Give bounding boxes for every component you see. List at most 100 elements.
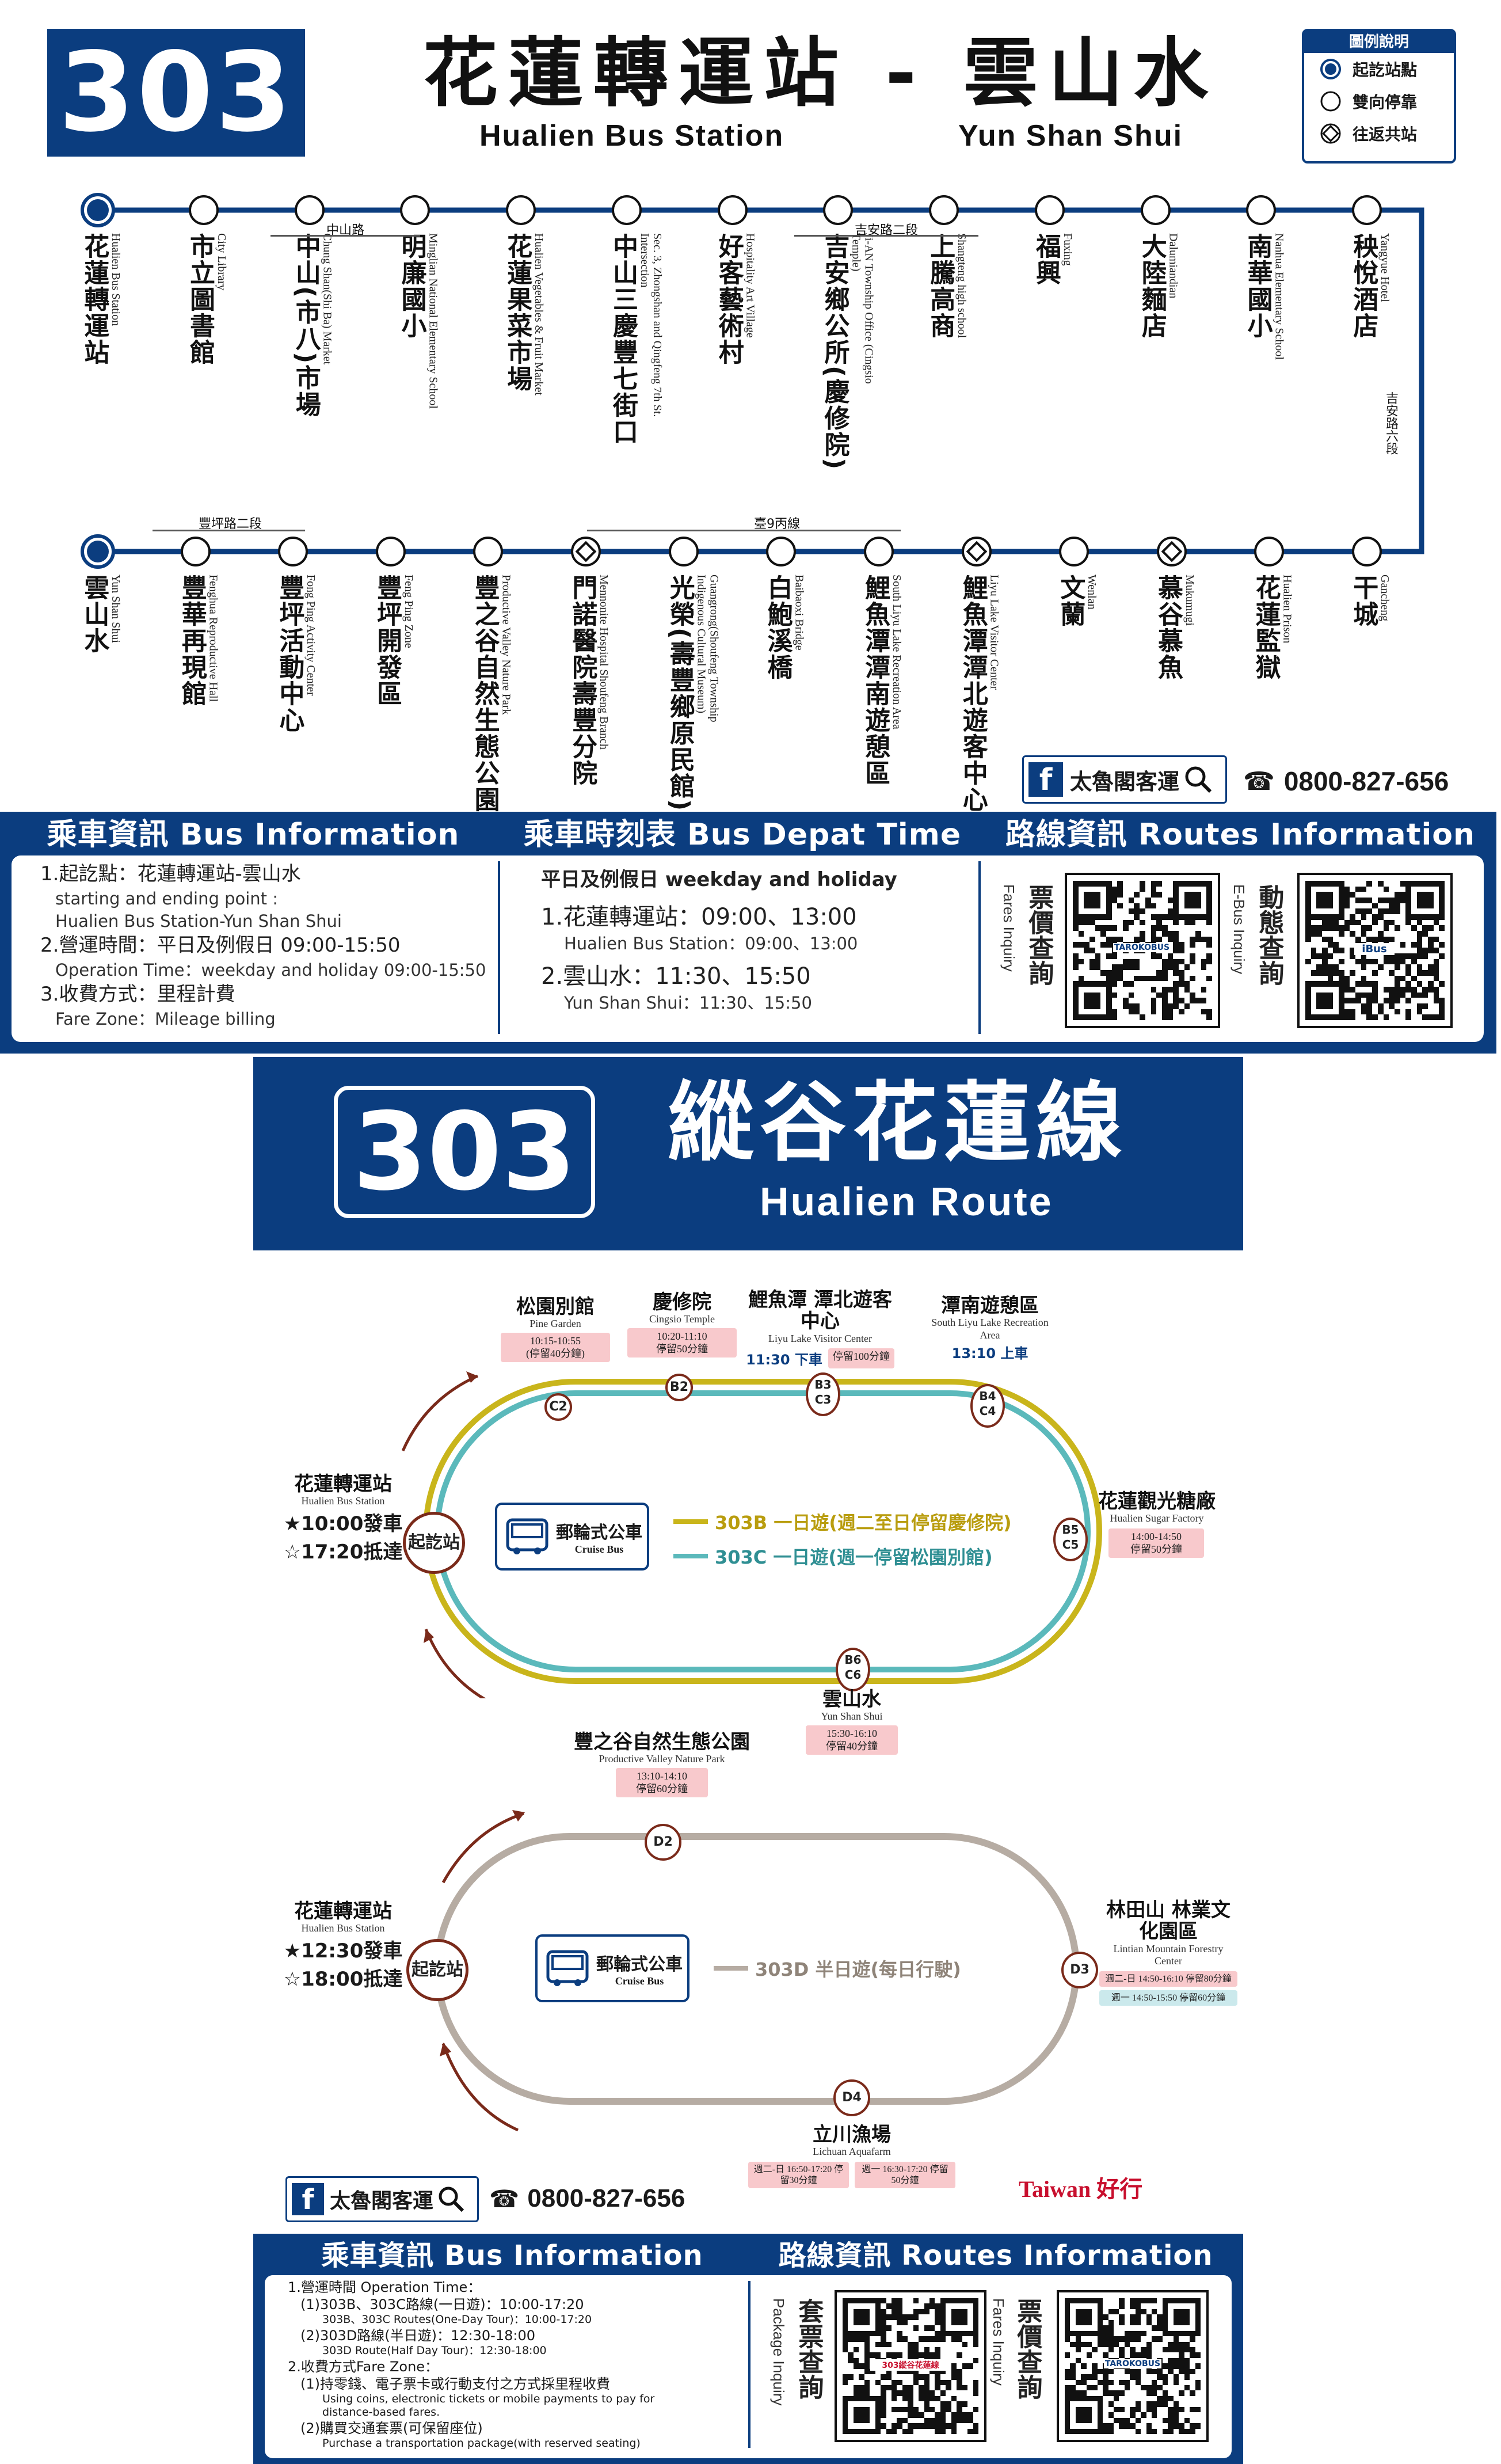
stop-name: 雲山水 [79, 575, 109, 654]
banner-title-en: Hualien Route [760, 1179, 1053, 1224]
two-way-stop-icon [180, 537, 211, 566]
route-title: 花蓮轉運站 - 雲山水 [423, 29, 1219, 117]
route-number-badge: 303 [47, 29, 305, 157]
qr-pattern [843, 2298, 978, 2434]
stop-badge: D3 [1061, 1952, 1098, 1988]
loop-origin-info: 花蓮轉運站 Hualien Bus Station ★12:30發車 ☆18:0… [283, 1900, 403, 1991]
facebook-icon: f [292, 2183, 324, 2216]
stop-info: 鯉魚潭 潭北遊客中心 Liyu Lake Visitor Center 11:3… [742, 1289, 898, 1369]
bus-stop [79, 533, 116, 572]
qr-label: 票價查詢 [1024, 884, 1054, 986]
phone-icon: ☎ [489, 2184, 520, 2213]
two-way-stop-icon [473, 537, 504, 566]
stop-name: 中山三慶豐七街口 [608, 233, 638, 445]
stop-name: 市立圖書館 [185, 233, 215, 366]
qr-label-en: Package Inquiry [770, 2298, 787, 2406]
road-label: 吉安路六段 [1384, 391, 1398, 455]
legend-label: 起訖站點 [1353, 60, 1418, 79]
stop-name-en: Guangrong(Shoufeng Township Indigenous C… [695, 575, 721, 723]
phone-icon: ☎ [1243, 766, 1275, 796]
operation-info-block: 1.營運時間 Operation Time： (1)303B、303C路線(一日… [288, 2279, 655, 2450]
qr-logo: 303縱谷花蓮線 [870, 2359, 951, 2371]
two-way-stop-icon [1254, 537, 1285, 566]
road-underline [271, 235, 420, 237]
qr-label: 動態查詢 [1254, 884, 1284, 986]
stop-name-en: Chung Shan(Shi Ba) Market [321, 233, 334, 365]
stop-name-en: Yun Shan Shui [109, 575, 122, 643]
banner-route-number: 303 [334, 1086, 595, 1218]
legend-303b: 303B 一日遊(週二至日停留慶修院) [673, 1508, 1012, 1535]
two-way-stop-icon [1352, 195, 1382, 225]
stop-name: 慕谷慕魚 [1153, 575, 1183, 680]
two-way-stop-icon [294, 195, 325, 225]
bus-info-block: 1.起訖點：花蓮轉運站-雲山水 starting and ending poin… [40, 862, 486, 1029]
bus-stop [372, 533, 409, 572]
stop-info: 潭南遊憩區 South Liyu Lake Recreation Area 13… [931, 1294, 1049, 1362]
direction-arrow [441, 1812, 524, 1884]
stop-badge: B5 C5 [1053, 1518, 1088, 1561]
road-label: 豐坪路二段 [198, 517, 262, 531]
stop-badge: D2 [645, 1824, 681, 1861]
two-way-stop-icon [188, 195, 219, 225]
two-way-stop-icon [717, 195, 748, 225]
qr-logo: TAROKOBUS [1113, 943, 1171, 952]
two-way-stop-icon [766, 537, 797, 566]
start-station-badge: 起訖站 [403, 1512, 465, 1574]
stop-name-en: Hualien Prison [1281, 575, 1294, 644]
fares-qr-code[interactable]: TAROKOBUS [1057, 2290, 1209, 2442]
stop-name-en: Hualien Vegetables & Fruit Market [532, 233, 545, 396]
bus-stop [1348, 192, 1385, 231]
stop-badge: B4 C4 [970, 1384, 1005, 1428]
phone-contact[interactable]: ☎ 0800-827-656 [1243, 766, 1449, 797]
stop-name: 光榮(壽豐鄉原民館) [665, 575, 695, 812]
facebook-page-name: 太魯閣客運 [330, 2189, 434, 2213]
phone-contact[interactable]: ☎ 0800-827-656 [489, 2184, 685, 2213]
bus-icon [506, 1518, 548, 1554]
bus-stop [1137, 192, 1174, 231]
facebook-link[interactable]: f 太魯閣客運 [285, 2176, 479, 2222]
stop-name-en: Mennonite Hospital Shoufeng Branch [597, 575, 611, 750]
road-underline [153, 530, 305, 531]
stop-name: 南華國小 [1243, 233, 1273, 339]
info-panel-body: 1.營運時間 Operation Time： (1)303B、303C路線(一日… [265, 2275, 1232, 2458]
stop-name-en: Baibaoxi Bridge [793, 575, 806, 651]
banner-title: 縱谷花蓮線 [668, 1073, 1129, 1173]
facebook-page-name: 太魯閣客運 [1070, 769, 1180, 794]
stop-info: 松園別館 Pine Garden 10:15-10:55(停留40分鐘) [501, 1296, 610, 1363]
bus-stop [763, 533, 799, 572]
origin-en: Hualien Bus Station [479, 119, 784, 153]
legend-swatch [673, 1519, 708, 1524]
stop-name-en: Shangteng high school [955, 233, 968, 339]
stop-name-en: Yangyue Hotel [1378, 233, 1391, 302]
stop-name: 花蓮轉運站 [79, 233, 109, 366]
panel-header-routes: 路線資訊 Routes Information [1005, 817, 1476, 852]
fares-qr-code[interactable]: TAROKOBUS [1065, 873, 1220, 1028]
info-panel-2: 乘車資訊 Bus Information 路線資訊 Routes Informa… [253, 2234, 1243, 2464]
road-underline [587, 530, 901, 531]
shared-stop-icon [571, 537, 601, 566]
package-qr-code[interactable]: 303縱谷花蓮線 [835, 2290, 986, 2442]
two-way-stop-icon [668, 537, 699, 566]
stop-name-en: Liyu Lake Visitor Center [988, 575, 1001, 690]
shared-stop-icon [1156, 537, 1187, 566]
two-way-stop-icon [1246, 195, 1277, 225]
facebook-link[interactable]: f 太魯閣客運 [1022, 755, 1227, 804]
stop-name: 花蓮監獄 [1251, 575, 1281, 680]
legend-303d: 303D 半日遊(每日行駛) [714, 1955, 961, 1982]
legend-box: 圖例說明 起訖站點 雙向停靠 往返共站 [1302, 29, 1456, 163]
bus-stop [820, 192, 856, 231]
bus-stop [1243, 192, 1279, 231]
qr-label: 票價查詢 [1012, 2298, 1042, 2400]
two-way-stop-icon [863, 537, 894, 566]
terminal-stop-icon [81, 193, 115, 227]
stop-name-en: Fenghua Reproductive Hall [207, 575, 220, 702]
two-way-stop-icon [375, 537, 406, 566]
direction-arrow [441, 2043, 519, 2132]
qr-label-en: Fares Inquiry [990, 2298, 1007, 2386]
stop-name: 豐坪開發區 [372, 575, 402, 707]
ebus-qr-code[interactable]: iBus [1297, 873, 1453, 1028]
qr-pattern [1065, 2298, 1201, 2434]
qr-label: 套票查詢 [794, 2298, 824, 2400]
stop-name-en: Mukumugi [1183, 575, 1196, 626]
stop-name: 秧悅酒店 [1348, 233, 1378, 339]
